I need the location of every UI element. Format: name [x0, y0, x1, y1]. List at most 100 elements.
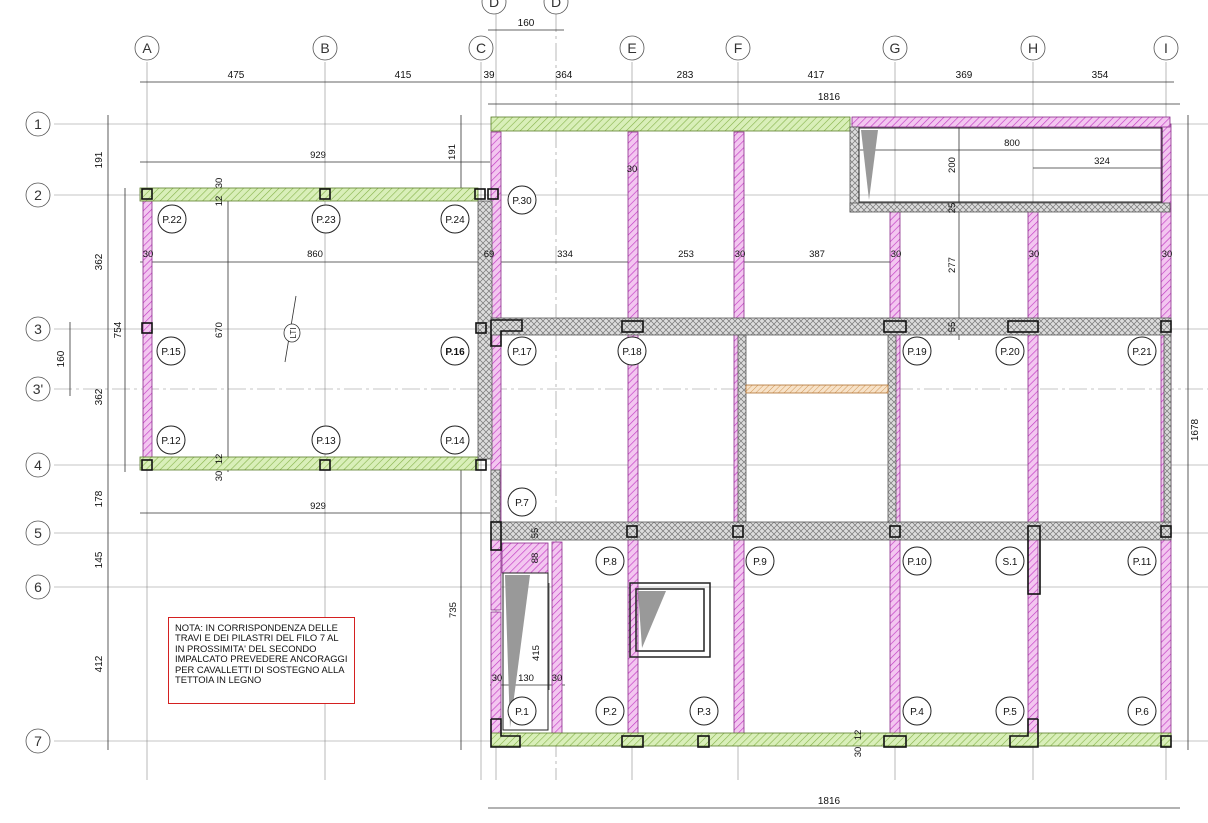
dim-30-j: 30	[853, 747, 864, 758]
dim-334: 334	[557, 249, 573, 260]
note-line: IN PROSSIMITA' DEL SECONDO	[175, 642, 317, 654]
dim-55-b: 55	[530, 528, 541, 539]
dim-369: 369	[956, 70, 973, 81]
pillar-P30: P.30	[512, 196, 532, 207]
dim-800: 800	[1004, 138, 1020, 149]
grid-label-6: 6	[34, 579, 42, 595]
pillar-P2: P.2	[603, 707, 617, 718]
dim-30-b: 30	[214, 471, 225, 482]
inner-dimension-labels: 929 191 30 12 860 670 30 12 929 69 334 2…	[143, 138, 1173, 757]
pillar-P9: P.9	[753, 557, 767, 568]
note-line: PER CAVALLETTI DI SOSTEGNO ALLA	[175, 663, 345, 675]
pillar-P1: P.1	[515, 707, 529, 718]
dim-929-bottom: 929	[310, 501, 326, 512]
dim-670: 670	[214, 322, 225, 338]
beam	[849, 202, 1171, 213]
pillar-P3: P.3	[697, 707, 711, 718]
grid-label-I: I	[1164, 40, 1168, 56]
grid-label-H: H	[1028, 40, 1038, 56]
left-dimension-labels: 191 362 160 362 754 178 145 412 1678	[56, 151, 1201, 672]
pillar-P12: P.12	[161, 436, 181, 447]
pillar-P16: P.16	[445, 347, 465, 358]
beam	[139, 187, 479, 202]
grid-label-2: 2	[34, 187, 42, 203]
dim-178: 178	[94, 490, 105, 507]
dim-475: 475	[228, 70, 245, 81]
beam	[490, 317, 1172, 336]
beam	[849, 126, 860, 213]
pillar-P22: P.22	[162, 215, 182, 226]
dim-354: 354	[1092, 70, 1109, 81]
stair-symbol	[283, 295, 301, 363]
beam	[737, 334, 747, 523]
dim-362-b: 362	[94, 388, 105, 405]
dim-1816-top: 1816	[818, 92, 841, 103]
dim-929-top: 929	[310, 150, 326, 161]
beam	[142, 200, 153, 460]
pillar-P8: P.8	[603, 557, 617, 568]
dim-160-d: 160	[518, 18, 535, 29]
dim-1678: 1678	[1190, 418, 1201, 441]
dim-324: 324	[1094, 156, 1110, 167]
pillar-S1: S.1	[1002, 557, 1017, 568]
grid-column-bubbles	[134, 0, 1179, 61]
grid-label-A: A	[142, 40, 152, 56]
pillar-P4: P.4	[910, 707, 924, 718]
dim-754: 754	[113, 321, 124, 338]
dim-412: 412	[94, 655, 105, 672]
dim-88: 88	[530, 553, 541, 564]
dim-25: 25	[947, 203, 958, 214]
pillar-labels: P.22 P.23 P.24 P.30 P.15 P.16 P.17 P.18 …	[161, 196, 1152, 718]
dim-1816-bottom: 1816	[818, 796, 841, 807]
dim-860: 860	[307, 249, 323, 260]
pillar-P10: P.10	[907, 557, 927, 568]
beam	[139, 456, 479, 471]
grid-label-E: E	[627, 40, 636, 56]
dim-200: 200	[947, 157, 958, 173]
dim-30-h: 30	[492, 673, 503, 684]
beam	[851, 116, 1171, 128]
openings	[502, 127, 1163, 731]
note-line: TRAVI E DEI PILASTRI DEL FILO 7 AL	[175, 632, 339, 644]
pillar-P11: P.11	[1133, 557, 1152, 568]
timber-beam	[745, 384, 889, 394]
pillar-P21: P.21	[1132, 347, 1152, 358]
dim-417: 417	[808, 70, 825, 81]
dim-30-e: 30	[891, 249, 902, 260]
dim-145: 145	[94, 551, 105, 568]
grid-label-1: 1	[34, 116, 42, 132]
stair-label: LTI	[289, 328, 298, 339]
pillar-P7: P.7	[515, 498, 529, 509]
grid-column-labels: A B C D D E F G H I	[142, 0, 1168, 56]
dim-12-a: 12	[214, 196, 225, 207]
grid-row-labels: 1 2 3 3' 4 5 6 7	[33, 116, 43, 749]
dim-55-a: 55	[947, 322, 958, 333]
pillar-circles	[156, 185, 1157, 726]
grey-beams	[477, 126, 1172, 541]
dim-39: 39	[483, 70, 495, 81]
pillar-P19: P.19	[907, 347, 927, 358]
dimension-lines	[69, 29, 1189, 809]
dim-160-left: 160	[56, 350, 67, 367]
dim-69: 69	[484, 249, 495, 260]
beam	[1163, 334, 1172, 523]
note-line: NOTA: IN CORRISPONDENZA DELLE	[175, 622, 338, 633]
beam	[490, 521, 1172, 541]
beam	[887, 334, 897, 523]
grid-label-4: 4	[34, 457, 42, 473]
grid-label-D2: D	[551, 0, 561, 10]
dim-364: 364	[556, 70, 573, 81]
pillar-P23: P.23	[316, 215, 336, 226]
dim-277: 277	[947, 257, 958, 273]
top-dimension-labels: 475 415 39 364 283 417 369 354 160 1816 …	[228, 18, 1109, 807]
dim-30-c: 30	[143, 249, 154, 260]
pillar-P18: P.18	[622, 347, 642, 358]
pillar-P5: P.5	[1003, 707, 1017, 718]
dim-12-c: 12	[853, 730, 864, 741]
pillar-P20: P.20	[1000, 347, 1020, 358]
dim-253: 253	[678, 249, 694, 260]
columns	[141, 188, 1172, 748]
dim-30-E: 30	[627, 164, 638, 175]
beam	[477, 200, 493, 460]
